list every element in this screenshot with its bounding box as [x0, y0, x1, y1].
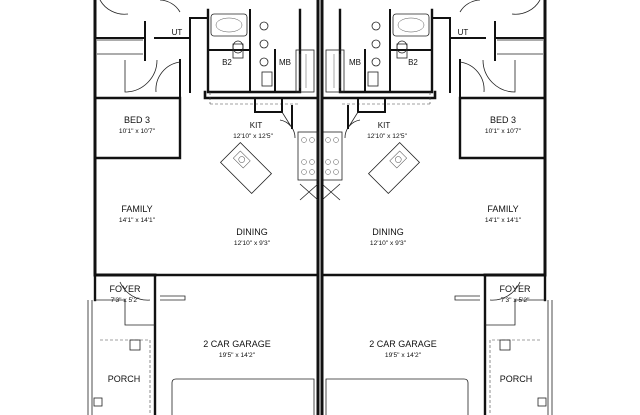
room-dim-dining-left: 12'10" x 9'3": [234, 240, 271, 247]
room-dim-family-left: 14'1" x 14'1": [119, 217, 156, 224]
room-dim-kit-left: 12'10" x 12'5": [233, 133, 273, 140]
room-label-porch-left: PORCH: [108, 374, 141, 384]
room-label-ut-right: UT: [458, 28, 469, 37]
room-dim-foyer-left: 7'3" x 5'2": [111, 297, 140, 304]
room-dim-bed3-right: 10'1" x 10'7": [485, 128, 522, 135]
room-label-garage-left: 2 CAR GARAGE: [203, 339, 271, 349]
room-label-kit-right: KIT: [378, 121, 391, 130]
room-dim-dining-right: 12'10" x 9'3": [370, 240, 407, 247]
room-dim-garage-right: 19'5" x 14'2": [385, 352, 422, 359]
room-dim-family-right: 14'1" x 14'1": [485, 217, 522, 224]
room-dim-bed3-left: 10'1" x 10'7": [119, 128, 156, 135]
unit-left: [87, 0, 320, 415]
room-label-garage-right: 2 CAR GARAGE: [369, 339, 437, 349]
room-label-dining-left: DINING: [236, 227, 268, 237]
room-label-family-right: FAMILY: [487, 204, 518, 214]
room-label-ut-left: UT: [172, 28, 183, 37]
room-label-bed3-left: BED 3: [124, 115, 150, 125]
room-label-family-left: FAMILY: [121, 204, 152, 214]
room-label-kit-left: KIT: [250, 121, 263, 130]
room-label-b2-left: B2: [222, 58, 232, 67]
room-dim-foyer-right: 7'3" x 5'2": [501, 297, 530, 304]
room-label-foyer-left: FOYER: [109, 284, 141, 294]
room-dim-kit-right: 12'10" x 12'5": [367, 133, 407, 140]
room-label-mb-left: MB: [279, 58, 291, 67]
room-label-b2-right: B2: [408, 58, 418, 67]
room-label-mb-right: MB: [349, 58, 361, 67]
room-label-porch-right: PORCH: [500, 374, 533, 384]
room-dim-garage-left: 19'5" x 14'2": [219, 352, 256, 359]
room-label-foyer-right: FOYER: [499, 284, 531, 294]
room-label-dining-right: DINING: [372, 227, 404, 237]
room-label-bed3-right: BED 3: [490, 115, 516, 125]
